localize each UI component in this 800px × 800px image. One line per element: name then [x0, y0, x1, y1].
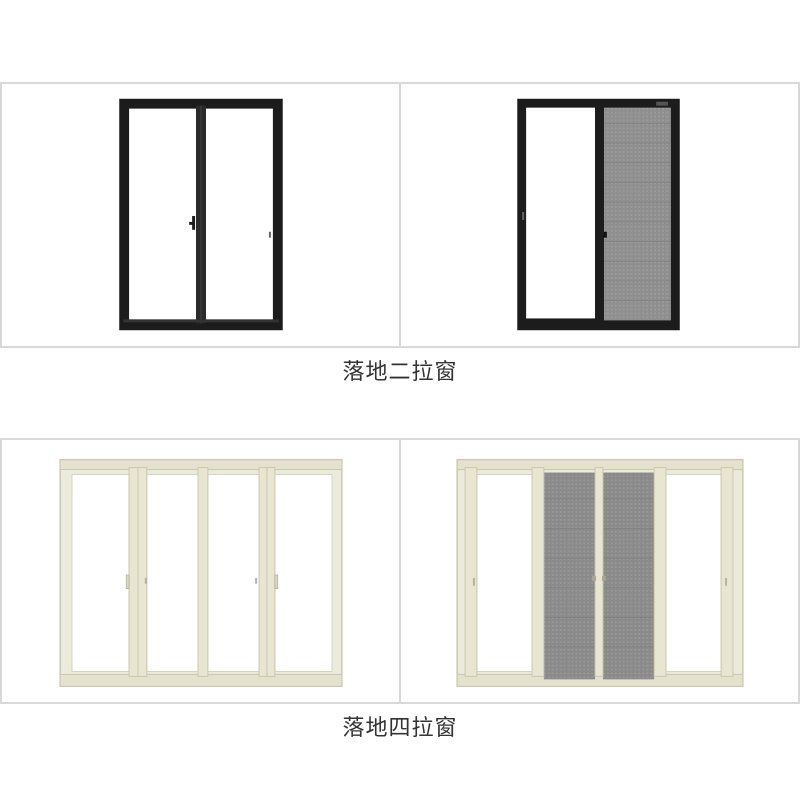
cream-four-panel-sliding-window-with-screens-icon	[456, 458, 744, 687]
black-two-panel-sliding-window-with-screen-icon	[517, 98, 680, 331]
caption-floor-four-panel: 落地四拉窗	[342, 716, 458, 741]
black-two-panel-sliding-window-icon	[119, 98, 283, 331]
product-panel-cream-four-panel	[0, 438, 401, 704]
caption-floor-two-panel: 落地二拉窗	[342, 360, 458, 385]
cream-four-panel-sliding-window-icon	[59, 458, 343, 687]
product-panel-black-two-panel-screen	[399, 82, 800, 348]
product-panel-black-two-panel	[0, 82, 401, 348]
product-panel-cream-four-panel-screen	[399, 438, 800, 704]
